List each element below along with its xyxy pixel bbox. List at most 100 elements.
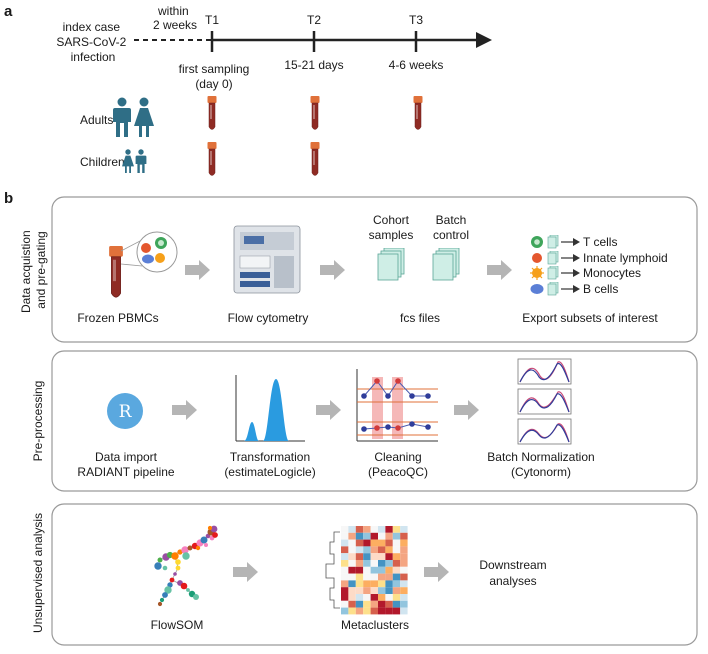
step-batch-normalization-label: Batch Normalization(Cytonorm) bbox=[487, 450, 594, 479]
timepoint-t3: T3 4-6 weeks bbox=[389, 13, 444, 72]
heatmap-cell bbox=[355, 553, 364, 560]
heatmap-cell bbox=[370, 587, 378, 594]
timeline-arrowhead bbox=[476, 32, 492, 48]
heatmap-cell bbox=[392, 594, 401, 601]
heatmap-cell bbox=[385, 587, 393, 594]
heatmap-cell bbox=[355, 532, 364, 540]
heatmap-cell bbox=[348, 560, 356, 567]
heatmap-cell bbox=[355, 526, 364, 533]
heatmap-cell bbox=[370, 546, 378, 554]
heatmap-cell bbox=[392, 587, 401, 594]
heatmap-cell bbox=[363, 573, 371, 581]
heatmap-cell bbox=[348, 532, 356, 540]
step-flowsom-label: FlowSOM bbox=[151, 618, 204, 632]
heatmap-cell bbox=[370, 526, 378, 533]
panel-b-letter: b bbox=[4, 190, 13, 207]
row2-side-label: Pre-processing bbox=[31, 381, 45, 462]
heatmap-cell bbox=[363, 553, 371, 560]
heatmap-cell bbox=[392, 553, 401, 560]
flowsom-node bbox=[180, 582, 188, 590]
child-male-icon bbox=[135, 149, 147, 173]
flowsom-tree-icon bbox=[154, 525, 218, 607]
adult-male-icon bbox=[113, 97, 131, 137]
svg-text:Innate lymphoid: Innate lymphoid bbox=[583, 251, 668, 265]
heatmap-cell bbox=[378, 546, 386, 554]
heatmap-cell bbox=[378, 539, 386, 547]
svg-text:first sampling(day 0): first sampling(day 0) bbox=[179, 62, 250, 91]
export-subsets-list: T cells Innate lymphoid Monocytes B cell… bbox=[530, 235, 668, 296]
heatmap-cell bbox=[355, 587, 364, 594]
heatmap-cell bbox=[385, 526, 393, 533]
heatmap-cell bbox=[392, 560, 401, 567]
heatmap-cell bbox=[385, 594, 393, 601]
heatmap-cell bbox=[341, 560, 349, 567]
flowsom-node bbox=[175, 559, 181, 565]
heatmap-cell bbox=[385, 532, 393, 540]
blood-tube-icon bbox=[310, 142, 320, 176]
index-case-label: index case SARS-CoV-2 infection bbox=[56, 20, 129, 64]
flowsom-node bbox=[182, 552, 190, 560]
heatmap-cell bbox=[348, 587, 356, 594]
flowsom-node bbox=[164, 586, 172, 594]
heatmap-cell bbox=[355, 607, 364, 615]
heatmap-cell bbox=[341, 600, 349, 608]
flowsom-node bbox=[157, 557, 163, 563]
heatmap-cell bbox=[355, 546, 364, 554]
heatmap-cell bbox=[370, 607, 378, 615]
heatmap-cell bbox=[385, 539, 393, 547]
heatmap-cell bbox=[370, 573, 378, 581]
step-frozen-pbmcs-label: Frozen PBMCs bbox=[77, 311, 158, 325]
frozen-pbmc-icon bbox=[108, 231, 178, 299]
heatmap-cell bbox=[400, 587, 408, 594]
heatmap-cell bbox=[385, 573, 393, 581]
heatmap-cell bbox=[370, 580, 378, 588]
heatmap-cell bbox=[378, 594, 386, 601]
heatmap-cell bbox=[355, 539, 364, 547]
heatmap-cell bbox=[385, 580, 393, 588]
arrow-icon bbox=[487, 260, 512, 280]
heatmap-cell bbox=[363, 539, 371, 547]
svg-text:B cells: B cells bbox=[583, 282, 618, 296]
heatmap-cell bbox=[341, 566, 349, 574]
heatmap-cell bbox=[392, 580, 401, 588]
flowsom-node bbox=[193, 594, 199, 600]
heatmap-cell bbox=[363, 587, 371, 594]
flowsom-node bbox=[207, 525, 213, 531]
batch-normalization-plots bbox=[517, 358, 572, 445]
heatmap-cell bbox=[348, 546, 356, 554]
heatmap-cell bbox=[400, 526, 408, 533]
heatmap-cell bbox=[341, 546, 349, 554]
heatmap-cell bbox=[400, 546, 408, 554]
heatmap-cell bbox=[400, 553, 408, 560]
adult-female-icon bbox=[134, 97, 154, 137]
subset-b-cells: B cells bbox=[530, 282, 618, 296]
heatmap-cell bbox=[341, 587, 349, 594]
flowsom-node bbox=[157, 601, 163, 607]
svg-text:T cells: T cells bbox=[583, 235, 617, 249]
heatmap-cell bbox=[385, 600, 393, 608]
heatmap-cell bbox=[400, 573, 408, 581]
heatmap-cell bbox=[370, 539, 378, 547]
heatmap-cell bbox=[378, 553, 386, 560]
heatmap-cell bbox=[363, 560, 371, 567]
svg-text:4-6 weeks: 4-6 weeks bbox=[389, 58, 444, 72]
flowsom-node bbox=[187, 545, 193, 551]
step-transformation-label: Transformation(estimateLogicle) bbox=[224, 450, 315, 479]
flow-cytometer-icon bbox=[233, 225, 301, 294]
arrow-icon bbox=[185, 260, 210, 280]
heatmap-cell bbox=[341, 580, 349, 588]
step-fcs-files-label: fcs files bbox=[400, 311, 440, 325]
arrow-icon bbox=[172, 400, 197, 420]
flowsom-node bbox=[171, 552, 179, 560]
panel-a-letter: a bbox=[4, 3, 13, 20]
flowsom-node bbox=[162, 565, 168, 571]
heatmap-cell bbox=[378, 573, 386, 581]
step-cleaning-label: Cleaning(PeacoQC) bbox=[368, 450, 428, 479]
flowsom-node bbox=[162, 592, 168, 598]
timepoint-t1: T1 first sampling(day 0) bbox=[179, 13, 250, 91]
step-export-subsets-label: Export subsets of interest bbox=[522, 311, 658, 325]
flowsom-node bbox=[200, 536, 208, 544]
heatmap-cell bbox=[363, 526, 371, 533]
